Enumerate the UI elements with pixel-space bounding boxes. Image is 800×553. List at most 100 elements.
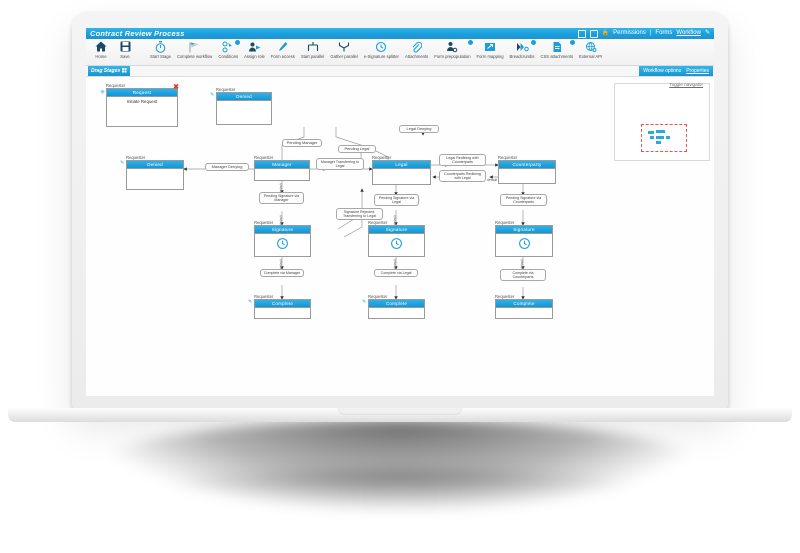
navigator-panel[interactable]: Toggle navigator xyxy=(614,82,710,161)
toolbar-label: Gather parallel xyxy=(330,54,358,59)
toolbar-item-conditions[interactable]: Conditions xyxy=(215,39,242,59)
node-counterparty[interactable]: Counterparty xyxy=(498,160,556,184)
minimap-node xyxy=(648,131,654,134)
edge-label-manager-denying[interactable]: Manager Denying xyxy=(205,163,249,172)
edge-label-sig-rejected[interactable]: Signature Rejected, Transferring to Lega… xyxy=(336,208,383,220)
node-signature-legal[interactable]: Signature xyxy=(368,225,425,257)
toolbar-label: Form mapping xyxy=(476,54,504,59)
node-title: Signature xyxy=(369,226,424,234)
page-title: Contract Review Process xyxy=(90,29,185,38)
toolbar-item-assign-role[interactable]: Assign role xyxy=(241,39,268,59)
node-title: Request xyxy=(107,89,177,97)
workflow-link[interactable]: Workflow xyxy=(676,30,701,36)
brush-icon xyxy=(277,40,288,53)
edge-label-counterparts-redlining[interactable]: Counterparts Redlining with Legal xyxy=(439,170,486,182)
node-request[interactable]: Request Initiate Request ✳ ✖ xyxy=(100,84,179,127)
close-icon[interactable]: ✖ xyxy=(173,84,179,91)
node-title: Complete xyxy=(496,300,552,308)
edge-label-pending-sig-manager[interactable]: Pending Signature via Manager xyxy=(259,192,304,204)
toolbar-item-css-attachments[interactable]: CSS attachments xyxy=(537,39,577,59)
drag-stages-button[interactable]: Drag Stages xyxy=(88,66,131,76)
edge-label-legal-denying[interactable]: Legal Denying xyxy=(399,125,439,134)
edge-label-pending-manager[interactable]: Pending Manager xyxy=(282,139,322,148)
export-icon[interactable] xyxy=(589,29,598,38)
clock-refresh-icon xyxy=(375,40,387,53)
toolbar-item-save[interactable]: Save xyxy=(113,39,137,59)
laptop-notch xyxy=(338,408,462,415)
toolbar-label: Complete workflow xyxy=(176,54,213,59)
sub-toolbar: Drag Stages Workflow options Properties xyxy=(86,66,714,77)
minimap-node xyxy=(666,136,670,139)
edge-label-pending-sig-legal[interactable]: Pending Signature via Legal xyxy=(374,194,419,206)
node-complete-counterparty[interactable]: Complete xyxy=(495,299,553,319)
grid-icon[interactable] xyxy=(577,29,586,38)
pencil-icon[interactable]: ✎ xyxy=(362,299,367,305)
toolbar-item-start-parallel[interactable]: Start parallel xyxy=(298,39,328,59)
toolbar-item-form-access[interactable]: Form access xyxy=(268,39,298,59)
toolbar-item-home[interactable]: Home xyxy=(89,39,113,59)
node-title: Complete xyxy=(369,300,424,308)
node-signature-manager[interactable]: Signature xyxy=(254,225,311,257)
toolbar-label: Breadcrumbs xyxy=(509,54,535,59)
home-icon xyxy=(95,40,107,53)
breadcrumbs-icon xyxy=(516,40,529,53)
save-icon xyxy=(120,40,131,53)
node-body xyxy=(255,234,310,257)
toolbar-item-gather-parallel[interactable]: Gather parallel xyxy=(327,39,360,59)
edge-label-pending-legal[interactable]: Pending Legal xyxy=(338,145,376,154)
edge-label-complete-via-counterparts[interactable]: Complete via Counterparts xyxy=(500,269,546,281)
edge-label-default: default xyxy=(487,178,498,182)
node-body xyxy=(496,308,552,319)
vertical-label-default-3: default xyxy=(393,215,397,225)
title-bar-actions: 🔒 Permissions | Forms Workflow ✎ xyxy=(577,28,710,39)
app-screen: Contract Review Process 🔒 Permissions | … xyxy=(86,28,714,396)
edge-label-complete-via-manager[interactable]: Complete via Manager xyxy=(260,269,304,277)
toolbar-item-form-mapping[interactable]: Form mapping xyxy=(474,39,507,59)
edge-label-complete-via-legal[interactable]: Complete via Legal xyxy=(374,269,418,277)
toolbar-item-form-prepopulation[interactable]: Form prepopulation xyxy=(431,39,474,59)
vertical-label-default-4: default xyxy=(393,259,397,269)
laptop-shadow xyxy=(92,420,708,512)
node-title: Counterparty xyxy=(499,161,555,169)
workflow-options-button[interactable]: Workflow options xyxy=(643,68,682,74)
node-complete-manager[interactable]: Complete ✎ xyxy=(248,299,311,319)
minimap-node xyxy=(650,136,654,139)
node-signature-counterparty[interactable]: Signature xyxy=(495,225,553,257)
edit-pencil-icon[interactable]: ✎ xyxy=(704,30,710,36)
toolbar-label: Start parallel xyxy=(300,54,325,59)
forms-link[interactable]: Forms xyxy=(655,30,673,36)
globe-gear-icon xyxy=(585,40,597,53)
node-body xyxy=(369,308,424,319)
permissions-link[interactable]: Permissions xyxy=(613,30,646,36)
vertical-label-default-1: default xyxy=(279,183,283,193)
toolbar-item-start-stage[interactable]: Start Stage xyxy=(147,39,174,59)
gear-icon[interactable]: ✳ xyxy=(100,90,106,96)
role-label-legal: Requester xyxy=(372,155,392,160)
node-manager[interactable]: Manager xyxy=(254,160,310,181)
edge-label-legal-redlining[interactable]: Legal Redlining with Counterparts xyxy=(439,154,486,166)
edge-label-pending-sig-counterparts[interactable]: Pending Signature via Counterparts xyxy=(500,194,547,206)
node-complete-legal[interactable]: Complete ✎ xyxy=(362,299,425,319)
node-legal[interactable]: Legal xyxy=(372,160,431,185)
node-denied-legal[interactable]: Denied ✎ xyxy=(210,92,272,125)
properties-link[interactable]: Properties xyxy=(686,68,709,74)
toolbar-item-e-signature-splitter[interactable]: e-Signature splitter xyxy=(361,39,402,59)
toolbar-item-complete-workflow[interactable]: Complete workflow xyxy=(174,39,215,59)
node-body xyxy=(127,169,183,190)
pencil-icon[interactable]: ✎ xyxy=(210,92,215,98)
toolbar-item-breadcrumbs[interactable]: Breadcrumbs xyxy=(507,39,538,59)
role-label-signature-manager: Requester xyxy=(254,220,274,225)
node-body xyxy=(499,169,555,184)
pencil-icon[interactable]: ✎ xyxy=(248,299,253,305)
edge-label-manager-transferring[interactable]: Manager Transferring to Legal xyxy=(316,158,364,170)
toolbar-item-attachments[interactable]: Attachments xyxy=(402,39,431,59)
workflow-canvas[interactable]: Requester Request Initiate Request ✳ ✖ R… xyxy=(86,77,714,396)
pencil-icon[interactable]: ✎ xyxy=(120,160,125,166)
role-label-complete-counterparty: Requester xyxy=(495,294,515,299)
minimap-node xyxy=(656,141,661,144)
separator: | xyxy=(649,30,652,36)
toggle-navigator-link[interactable]: Toggle navigator xyxy=(669,82,703,87)
node-denied-manager[interactable]: Denied ✎ xyxy=(120,160,184,190)
toolbar-item-external-api[interactable]: External API xyxy=(576,39,605,59)
navigator-minimap[interactable] xyxy=(641,124,687,152)
